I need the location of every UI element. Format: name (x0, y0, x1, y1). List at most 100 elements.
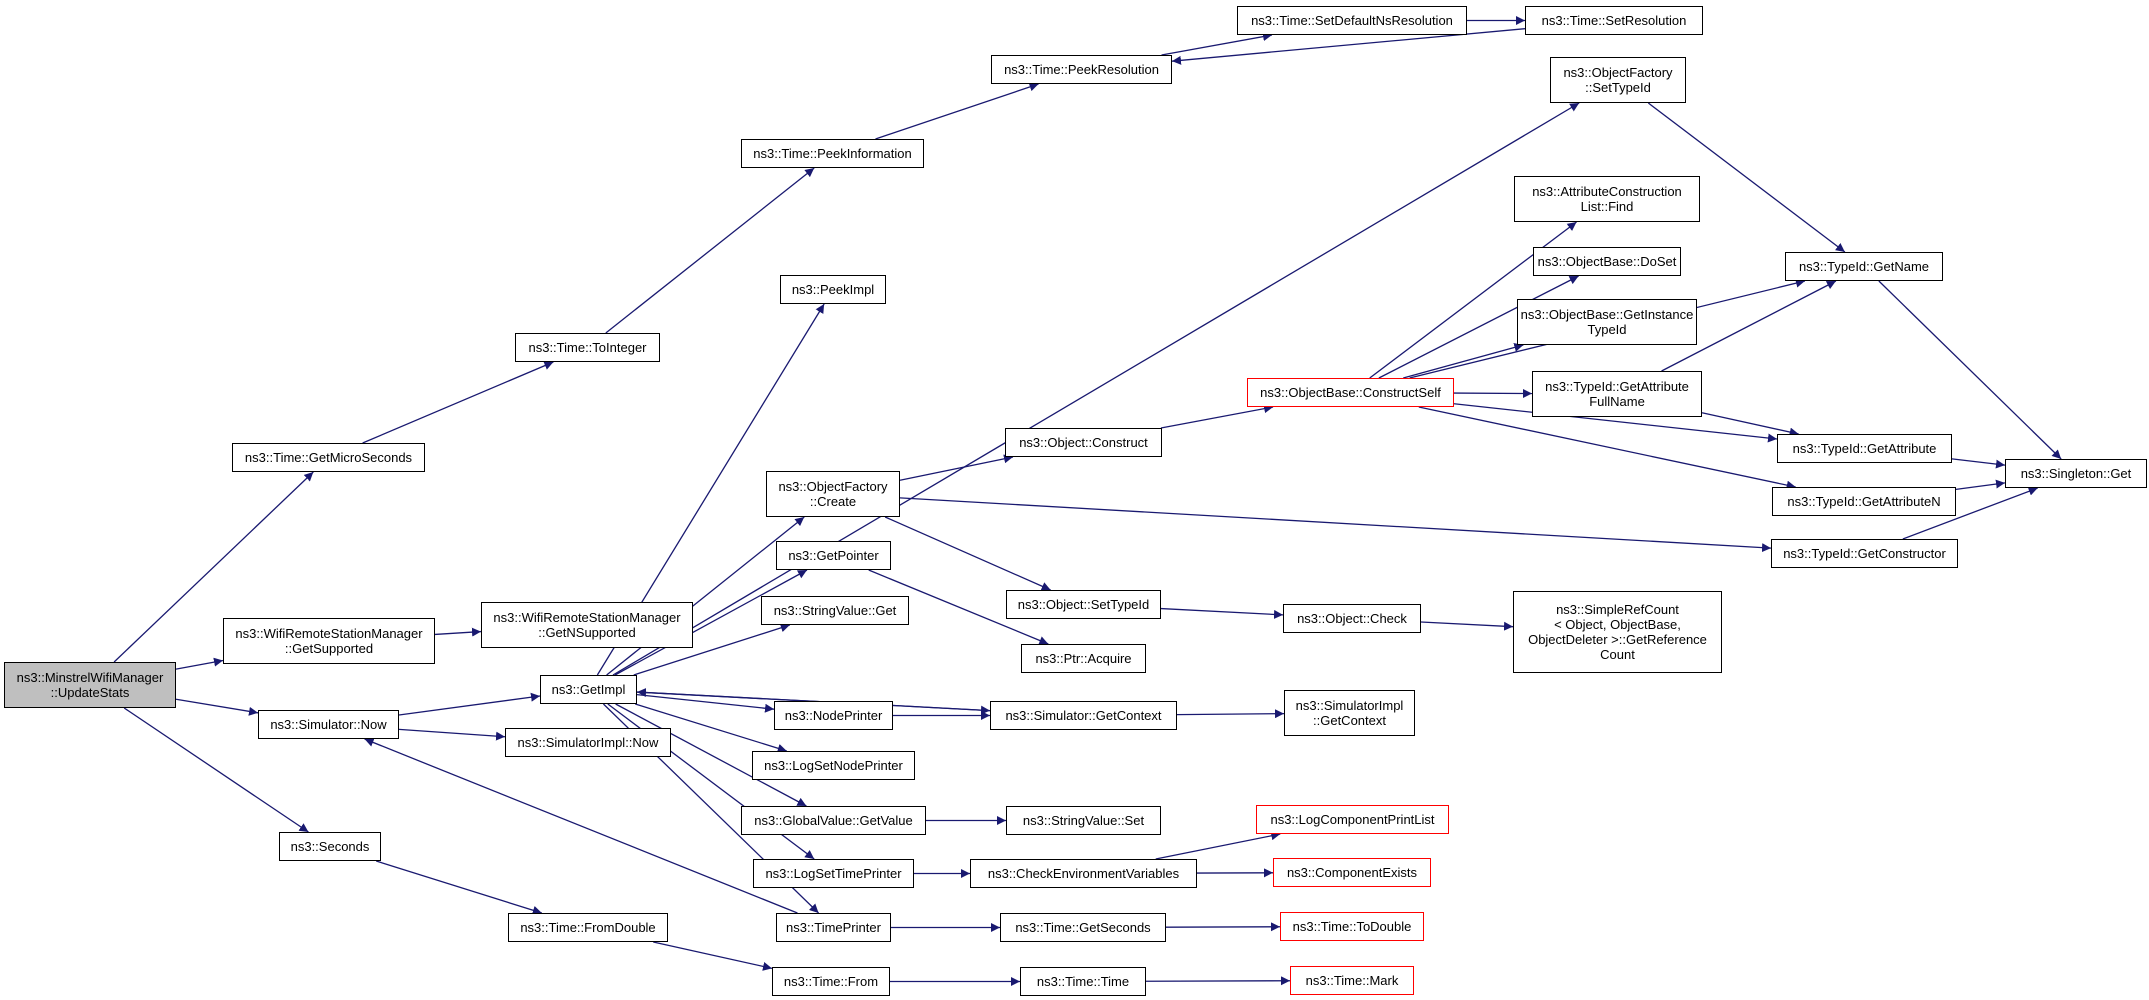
graph-node-simpleRef[interactable]: ns3::SimpleRefCount< Object, ObjectBase,… (1513, 591, 1722, 673)
graph-node-logCompPrint[interactable]: ns3::LogComponentPrintList (1256, 805, 1449, 834)
call-edge-objCheck-to-simpleRef (1420, 621, 1514, 631)
node-label-line: ns3::StringValue::Get (773, 603, 897, 618)
graph-node-tidGetCtor[interactable]: ns3::TypeId::GetConstructor (1771, 539, 1958, 568)
graph-node-peekInfo[interactable]: ns3::Time::PeekInformation (741, 139, 924, 168)
graph-node-timeMark[interactable]: ns3::Time::Mark (1290, 966, 1414, 995)
node-label-line: ns3::WifiRemoteStationManager (493, 610, 681, 625)
graph-node-wifiGetSupp[interactable]: ns3::WifiRemoteStationManager::GetSuppor… (223, 618, 435, 664)
node-label-line: ns3::LogSetNodePrinter (764, 758, 903, 773)
graph-node-ofCreate[interactable]: ns3::ObjectFactory::Create (766, 471, 900, 517)
node-label-line: ns3::MinstrelWifiManager (16, 670, 164, 685)
node-label-line: ns3::TypeId::GetName (1798, 259, 1930, 274)
node-label-line: ::SetTypeId (1585, 80, 1651, 95)
call-edge-getImpl-to-nodePrinter (636, 694, 775, 713)
node-label-line: ns3::Time::Time (1036, 974, 1130, 989)
graph-node-compExists[interactable]: ns3::ComponentExists (1273, 858, 1431, 887)
graph-node-getPointer[interactable]: ns3::GetPointer (776, 541, 891, 570)
graph-node-logSetTime[interactable]: ns3::LogSetTimePrinter (753, 859, 914, 888)
call-edge-tidGetAttrFull-to-tidGetName (1661, 280, 1837, 372)
graph-node-ptrAcquire[interactable]: ns3::Ptr::Acquire (1021, 644, 1146, 673)
node-label-line: ns3::ObjectFactory (778, 479, 888, 494)
graph-node-fromDouble[interactable]: ns3::Time::FromDouble (508, 913, 668, 942)
graph-node-svGet[interactable]: ns3::StringValue::Get (761, 596, 909, 625)
graph-node-peekRes[interactable]: ns3::Time::PeekResolution (991, 55, 1172, 84)
node-label-line: ns3::ObjectBase::GetInstance (1520, 307, 1694, 322)
node-label-line: ns3::Time::PeekInformation (753, 146, 912, 161)
graph-node-seconds[interactable]: ns3::Seconds (279, 832, 381, 861)
call-edge-root-to-seconds (123, 707, 309, 833)
graph-node-timePrinter[interactable]: ns3::TimePrinter (776, 913, 891, 942)
node-label-line: ns3::StringValue::Set (1022, 813, 1145, 828)
node-label-line: ns3::PeekImpl (791, 282, 875, 297)
graph-node-obDoSet[interactable]: ns3::ObjectBase::DoSet (1533, 247, 1681, 276)
graph-node-setDefNs[interactable]: ns3::Time::SetDefaultNsResolution (1237, 6, 1467, 35)
graph-node-nodePrinter[interactable]: ns3::NodePrinter (774, 701, 893, 730)
graph-node-objConstruct[interactable]: ns3::Object::Construct (1005, 428, 1162, 457)
node-label-line: ::Create (809, 494, 857, 509)
graph-node-wifiNSupp[interactable]: ns3::WifiRemoteStationManager::GetNSuppo… (481, 602, 693, 648)
node-label-line: ns3::ObjectBase::DoSet (1537, 254, 1677, 269)
graph-node-simImplGetCtx[interactable]: ns3::SimulatorImpl::GetContext (1284, 690, 1415, 736)
graph-node-obConstructSelf[interactable]: ns3::ObjectBase::ConstructSelf (1247, 378, 1454, 407)
graph-node-getMicro[interactable]: ns3::Time::GetMicroSeconds (232, 443, 425, 472)
graph-node-objCheck[interactable]: ns3::Object::Check (1283, 604, 1421, 633)
node-label-line: ns3::WifiRemoteStationManager (235, 626, 423, 641)
node-label-line: ns3::Time::SetResolution (1541, 13, 1687, 28)
graph-node-root: ns3::MinstrelWifiManager::UpdateStats (4, 662, 176, 708)
graph-node-svSet[interactable]: ns3::StringValue::Set (1006, 806, 1161, 835)
call-edge-peekRes-to-setDefNs (1161, 32, 1273, 56)
call-edge-simNow-to-simImplNow (398, 728, 506, 741)
node-label-line: ns3::SimpleRefCount (1556, 602, 1679, 617)
node-label-line: TypeId (1587, 322, 1627, 337)
call-edge-fromDouble-to-timeFrom (653, 941, 773, 971)
node-label-line: ns3::TypeId::GetConstructor (1783, 546, 1946, 561)
graph-node-tidGetAttr[interactable]: ns3::TypeId::GetAttribute (1777, 434, 1952, 463)
node-label-line: ns3::ObjectBase::ConstructSelf (1260, 385, 1441, 400)
call-edge-ofCreate-to-objSetTypeId (884, 516, 1051, 591)
node-label-line: ns3::Time::ToInteger (528, 340, 647, 355)
call-edge-getImpl-to-getPointer (614, 569, 808, 676)
graph-node-logSetNode[interactable]: ns3::LogSetNodePrinter (752, 751, 915, 780)
node-label-line: ns3::Object::SetTypeId (1017, 597, 1150, 612)
node-label-line: ns3::GlobalValue::GetValue (754, 813, 913, 828)
graph-node-getImpl[interactable]: ns3::GetImpl (540, 675, 637, 704)
graph-node-gvGetValue[interactable]: ns3::GlobalValue::GetValue (741, 806, 926, 835)
node-label-line: ns3::TimePrinter (786, 920, 881, 935)
graph-node-ofSetTypeId[interactable]: ns3::ObjectFactory::SetTypeId (1550, 57, 1686, 103)
node-label-line: ::GetSupported (284, 641, 374, 656)
graph-node-simImplNow[interactable]: ns3::SimulatorImpl::Now (505, 728, 671, 757)
node-label-line: ::GetNSupported (538, 625, 636, 640)
graph-node-tidGetName[interactable]: ns3::TypeId::GetName (1785, 252, 1943, 281)
graph-node-checkEnv[interactable]: ns3::CheckEnvironmentVariables (970, 859, 1197, 888)
graph-node-toInteger[interactable]: ns3::Time::ToInteger (515, 333, 660, 362)
call-edge-objConstruct-to-obConstructSelf (1160, 404, 1274, 429)
call-edge-obConstructSelf-to-tidGetAttrN (1418, 406, 1796, 490)
node-label-line: ns3::TypeId::GetAttributeN (1787, 494, 1941, 509)
call-edge-toInteger-to-peekInfo (605, 167, 815, 334)
graph-node-timeTime[interactable]: ns3::Time::Time (1020, 967, 1146, 996)
node-label-line: ns3::Object::Construct (1019, 435, 1148, 450)
graph-node-singletonGet[interactable]: ns3::Singleton::Get (2005, 459, 2147, 488)
node-label-line: ObjectDeleter >::GetReference (1528, 632, 1707, 647)
graph-node-objSetTypeId[interactable]: ns3::Object::SetTypeId (1006, 590, 1161, 619)
node-label-line: ns3::Simulator::Now (270, 717, 387, 732)
node-label-line: List::Find (1580, 199, 1634, 214)
graph-node-setRes[interactable]: ns3::Time::SetResolution (1525, 6, 1703, 35)
call-edge-seconds-to-fromDouble (375, 860, 543, 915)
graph-node-tidGetAttrN[interactable]: ns3::TypeId::GetAttributeN (1772, 487, 1956, 516)
graph-node-toDouble[interactable]: ns3::Time::ToDouble (1280, 912, 1424, 941)
call-edge-objSetTypeId-to-objCheck (1160, 607, 1284, 619)
call-edge-timeTime-to-timeMark (1145, 976, 1291, 986)
graph-node-getSecs[interactable]: ns3::Time::GetSeconds (1000, 913, 1166, 942)
node-label-line: ns3::Time::FromDouble (520, 920, 656, 935)
graph-node-simGetCtx[interactable]: ns3::Simulator::GetContext (990, 701, 1177, 730)
node-label-line: ns3::Time::ToDouble (1292, 919, 1412, 934)
graph-node-peekImpl[interactable]: ns3::PeekImpl (780, 275, 886, 304)
call-edge-ofCreate-to-tidGetCtor (899, 497, 1772, 553)
graph-node-simNow[interactable]: ns3::Simulator::Now (258, 710, 399, 739)
graph-node-timeFrom[interactable]: ns3::Time::From (772, 967, 890, 996)
